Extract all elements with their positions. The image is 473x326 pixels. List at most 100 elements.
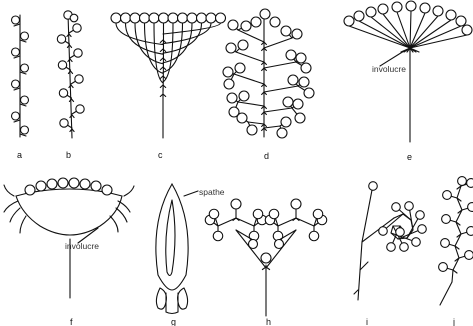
branch [296,218,314,226]
flower [60,119,68,127]
flower [12,80,20,88]
flower [396,228,405,237]
flower [187,13,197,23]
flower [270,17,280,27]
spathe-base [156,288,166,309]
panel-d-panicle [223,9,314,138]
flower [239,91,249,101]
branch [362,218,394,242]
flower [58,178,68,188]
flower [223,67,233,77]
flower [253,209,263,219]
flower [57,35,65,43]
flower [301,63,311,73]
flower [47,179,57,189]
flower [467,179,473,188]
panel-label-d: d [264,151,269,161]
flower [213,231,223,241]
involucre-bract [116,208,127,222]
involucre-label-e: involucre [372,64,406,74]
pedicel [116,23,163,45]
bract [360,262,368,270]
flower [291,199,301,209]
bract [68,71,72,74]
flower [25,185,35,195]
flower [446,10,456,20]
flower [467,227,473,236]
involucre-bract [4,185,14,196]
flower [465,251,473,260]
flower [247,125,257,135]
flower [405,202,414,211]
receptacle [16,189,122,235]
panel-label-i: i [366,317,368,326]
flower [58,61,66,69]
flower [313,209,323,219]
flower [206,13,216,23]
flower [458,177,467,186]
flower [369,182,378,191]
flower [70,14,78,22]
flower [292,29,302,39]
branch [248,122,264,124]
ray [410,11,411,48]
axis [362,190,372,242]
flower [241,21,251,31]
flower [216,13,226,23]
flower [226,43,236,53]
flower [309,231,319,241]
flower [73,24,81,32]
panel-label-f: f [70,317,73,326]
branch [264,86,298,92]
flower [21,96,29,104]
panel-g-spadix [156,184,198,314]
panel-label-j: j [452,317,455,326]
bract [69,99,73,102]
flower [442,215,451,224]
flower [261,253,271,263]
spathe-label-g: spathe [199,187,225,197]
flower [159,13,169,23]
flower [412,238,421,247]
spathe-base [178,288,188,309]
flower [59,89,67,97]
flower [197,13,207,23]
flower [354,11,364,21]
bract [70,115,74,118]
flower [121,13,131,23]
axis [440,282,452,305]
flower [295,113,305,123]
branch [236,52,264,62]
panel-b-raceme [57,11,84,138]
involucre-bract [20,216,26,233]
flower [231,199,241,209]
flower [433,6,443,16]
involucre-bract [10,208,20,222]
flower [80,179,90,189]
flower [12,48,20,56]
flower [12,112,20,120]
flower [288,75,298,85]
branch [234,74,264,84]
flower [209,209,219,219]
panel-f-capitulum [4,178,134,298]
flower [237,113,247,123]
panel-h-cyme [205,199,327,316]
flower [111,13,121,23]
flower [379,227,388,236]
ray [359,21,410,48]
panel-e-umbel [344,1,472,142]
flower [387,243,396,252]
flower [130,13,140,23]
flower [416,211,425,220]
bract [453,270,457,273]
bract [354,290,358,294]
branch [264,62,296,68]
flower [227,93,237,103]
flower [228,20,238,30]
flower [12,16,20,24]
flower [281,117,291,127]
involucre-bract [110,216,118,232]
flower [102,185,112,195]
